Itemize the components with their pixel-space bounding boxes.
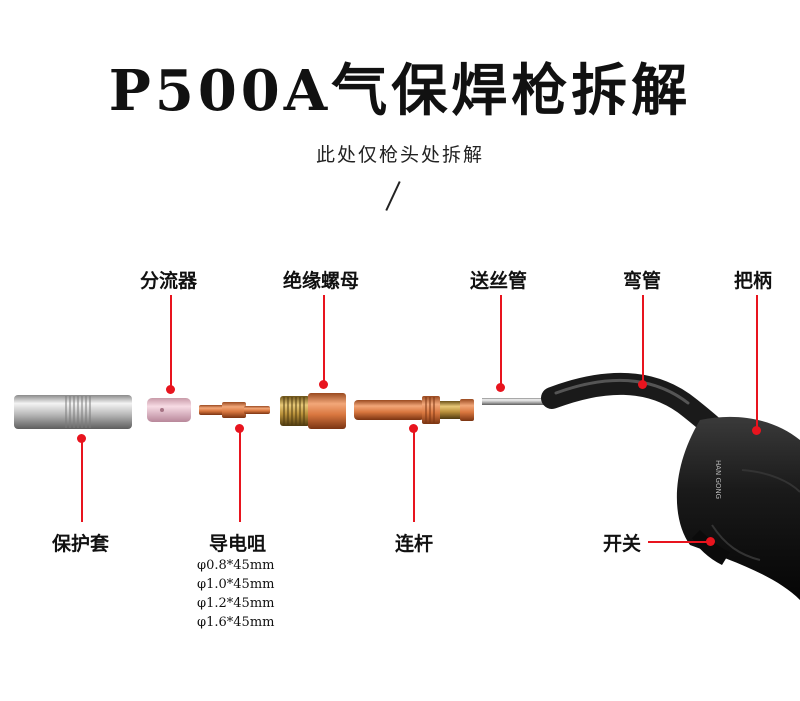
label-contact-tip: 导电咀: [209, 533, 267, 555]
contact-tip-spec: φ1.6*45mm: [197, 615, 275, 630]
label-switch: 开关: [603, 533, 642, 555]
contact-tip-part: [199, 402, 270, 418]
callout-line-wire-feed-tube: [500, 295, 502, 387]
callout-dot-gooseneck: [638, 380, 647, 389]
callout-dot-handle: [752, 426, 761, 435]
callout-dot-nozzle: [77, 434, 86, 443]
callout-line-handle: [756, 295, 758, 430]
label-handle: 把柄: [734, 270, 773, 292]
label-insulating-nut: 绝缘螺母: [283, 270, 360, 292]
page-title: P500A气保焊枪拆解: [108, 58, 692, 124]
callout-dot-switch: [706, 537, 715, 546]
callout-line-gooseneck: [642, 295, 644, 385]
callout-dot-insulating-nut: [319, 380, 328, 389]
callout-line-diffuser: [170, 295, 172, 389]
handle-part: HAN GONG: [676, 416, 800, 600]
callout-line-contact-tip: [239, 430, 241, 522]
callout-line-nozzle: [81, 440, 83, 522]
contact-tip-spec: φ1.0*45mm: [197, 577, 275, 592]
handle-brand-text: HAN GONG: [714, 460, 722, 499]
callout-line-insulating-nut: [323, 295, 325, 383]
callout-dot-connecting-rod: [409, 424, 418, 433]
label-gooseneck: 弯管: [623, 270, 662, 292]
callout-dot-contact-tip: [235, 424, 244, 433]
callout-line-connecting-rod: [413, 430, 415, 522]
label-connecting-rod: 连杆: [395, 533, 434, 555]
contact-tip-spec: φ1.2*45mm: [197, 596, 275, 611]
contact-tip-spec: φ0.8*45mm: [197, 558, 275, 573]
callout-dot-diffuser: [166, 385, 175, 394]
label-wire-feed-tube: 送丝管: [470, 270, 528, 292]
callout-dot-wire-feed-tube: [496, 383, 505, 392]
insulating-nut-part: [280, 393, 346, 429]
callout-line-switch: [648, 541, 710, 543]
nozzle-part: [14, 395, 132, 429]
connecting-rod-part: [354, 396, 474, 424]
page-subtitle: 此处仅枪头处拆解: [315, 144, 484, 166]
label-diffuser: 分流器: [140, 270, 198, 292]
label-nozzle: 保护套: [52, 533, 110, 555]
diffuser-part: [147, 398, 191, 422]
